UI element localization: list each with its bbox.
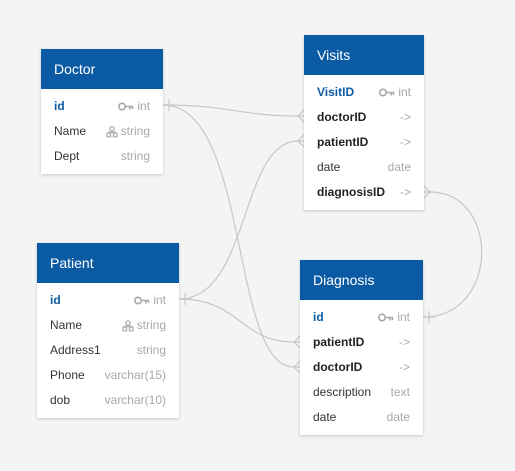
column-type-group: string	[122, 313, 166, 338]
column-type-group: ->	[399, 355, 410, 380]
column-row[interactable]: Dept string	[41, 144, 163, 169]
column-name: Address1	[50, 343, 101, 357]
key-icon	[134, 296, 150, 305]
table-diagnosis[interactable]: Diagnosis id int patientID -> doctorID -> desc…	[300, 260, 423, 435]
link-doctor-visits	[162, 104, 299, 117]
column-type-group: ->	[400, 130, 411, 155]
column-row[interactable]: patientID ->	[304, 130, 424, 155]
table-visits[interactable]: Visits VisitID int doctorID -> patientID -> da…	[304, 35, 424, 210]
column-row[interactable]: date date	[304, 155, 424, 180]
column-type: ->	[399, 185, 411, 199]
key-icon	[379, 88, 395, 97]
table-columns-diagnosis: id int patientID -> doctorID -> description tex…	[300, 300, 423, 435]
column-type: string	[120, 149, 150, 163]
column-row[interactable]: description text	[300, 380, 423, 405]
column-name: diagnosisID	[317, 185, 386, 199]
column-type: date	[386, 410, 410, 424]
column-type: varchar(15)	[104, 368, 166, 382]
column-type-group: string	[137, 338, 166, 363]
column-row[interactable]: id int	[300, 305, 423, 330]
key-icon	[118, 102, 134, 111]
column-name: Name	[50, 318, 83, 332]
column-row[interactable]: date date	[300, 405, 423, 430]
table-header-patient[interactable]: Patient	[37, 243, 179, 283]
column-name: id	[50, 293, 61, 307]
column-type-group: ->	[400, 105, 411, 130]
column-name: description	[313, 385, 372, 399]
column-name: date	[313, 410, 337, 424]
column-type: varchar(10)	[104, 393, 166, 407]
column-row[interactable]: patientID ->	[300, 330, 423, 355]
column-row[interactable]: doctorID ->	[304, 105, 424, 130]
column-type: ->	[398, 335, 410, 349]
column-type: int	[137, 99, 150, 113]
column-type: int	[398, 85, 411, 99]
column-name: doctorID	[313, 360, 363, 374]
column-row[interactable]: dob varchar(10)	[37, 388, 179, 413]
link-diagnosis-visits	[422, 191, 483, 318]
column-row[interactable]: Phone varchar(15)	[37, 363, 179, 388]
column-row[interactable]: diagnosisID ->	[304, 180, 424, 205]
column-type: ->	[398, 360, 410, 374]
column-type-group: ->	[399, 330, 410, 355]
table-header-visits[interactable]: Visits	[304, 35, 424, 75]
column-row[interactable]: Name string	[41, 119, 163, 144]
column-name: Name	[54, 124, 87, 138]
column-type: ->	[399, 135, 411, 149]
column-type: date	[387, 160, 411, 174]
column-name: id	[313, 310, 324, 324]
column-type: int	[397, 310, 410, 324]
column-type-group: ->	[400, 180, 411, 205]
column-type: string	[136, 343, 166, 357]
column-name: dob	[50, 393, 71, 407]
column-type-group: date	[387, 405, 410, 430]
column-name: patientID	[313, 335, 365, 349]
many-marker	[423, 185, 431, 199]
column-name: doctorID	[317, 110, 367, 124]
column-name: patientID	[317, 135, 369, 149]
unique-icon	[122, 319, 134, 332]
key-icon	[378, 313, 394, 322]
column-type-group: int	[379, 80, 411, 105]
column-row[interactable]: id int	[37, 288, 179, 313]
column-row[interactable]: doctorID ->	[300, 355, 423, 380]
column-type-group: varchar(10)	[105, 388, 166, 413]
column-name: date	[317, 160, 341, 174]
column-type: string	[136, 318, 166, 332]
column-type-group: int	[118, 94, 150, 119]
column-name: Dept	[54, 149, 80, 163]
unique-icon	[106, 125, 118, 138]
column-row[interactable]: VisitID int	[304, 80, 424, 105]
column-row[interactable]: Name string	[37, 313, 179, 338]
column-row[interactable]: Address1 string	[37, 338, 179, 363]
column-type-group: string	[121, 144, 150, 169]
column-type: text	[390, 385, 410, 399]
column-type-group: date	[388, 155, 411, 180]
table-header-doctor[interactable]: Doctor	[41, 49, 163, 89]
column-type: ->	[399, 110, 411, 124]
column-name: Phone	[50, 368, 85, 382]
column-type: string	[120, 124, 150, 138]
column-name: id	[54, 99, 65, 113]
column-type-group: int	[378, 305, 410, 330]
column-type-group: string	[106, 119, 150, 144]
column-name: VisitID	[317, 85, 355, 99]
column-type-group: int	[134, 288, 166, 313]
link-doctor-diagnosis	[162, 104, 295, 368]
column-row[interactable]: id int	[41, 94, 163, 119]
link-patient-diagnosis	[178, 298, 295, 343]
column-type-group: varchar(15)	[105, 363, 166, 388]
link-patient-visits	[178, 140, 299, 300]
column-type: int	[153, 293, 166, 307]
table-header-diagnosis[interactable]: Diagnosis	[300, 260, 423, 300]
column-type-group: text	[391, 380, 410, 405]
